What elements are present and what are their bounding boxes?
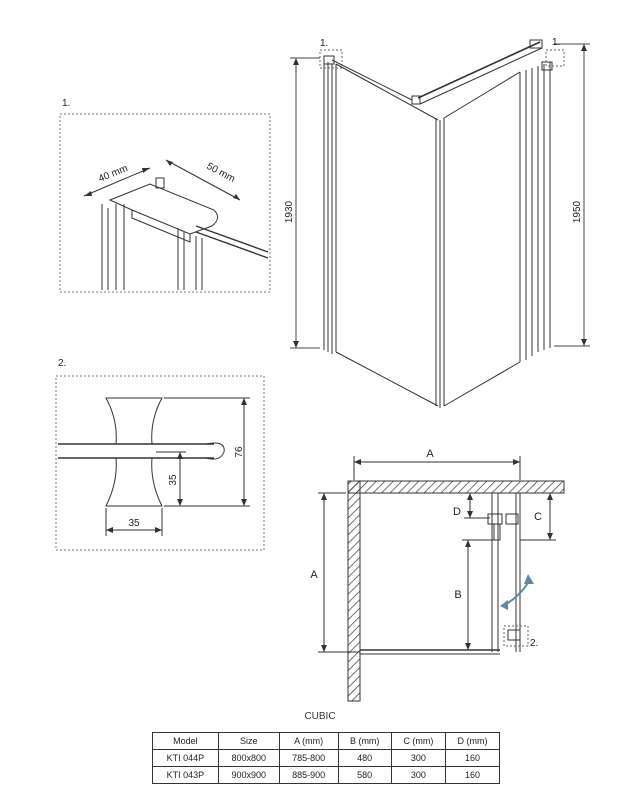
col-header-d: D (mm) bbox=[444, 732, 501, 750]
enclosure-3d-view bbox=[290, 39, 590, 408]
height-1950-label: 1950 bbox=[572, 200, 583, 223]
table-row: KTI 043P 900x900 885-900 580 300 160 bbox=[152, 766, 501, 784]
table-header-row: Model Size A (mm) B (mm) C (mm) D (mm) bbox=[152, 732, 501, 750]
inset-1-dim-50: 50 mm bbox=[205, 161, 237, 185]
inset-2-label: 2. bbox=[58, 358, 66, 369]
col-header-b: B (mm) bbox=[337, 732, 392, 750]
table-row: KTI 044P 800x800 785-800 480 300 160 bbox=[152, 749, 501, 767]
model-caption: CUBIC bbox=[304, 711, 336, 722]
inset-1-label: 1. bbox=[62, 98, 70, 109]
detail-1-inset bbox=[59, 113, 271, 293]
col-header-c: C (mm) bbox=[390, 732, 446, 750]
table-cell: KTI 043P bbox=[152, 766, 219, 784]
plan-dim-d: D bbox=[453, 506, 461, 518]
table-cell: KTI 044P bbox=[152, 749, 219, 767]
arrowheads-inset-2 bbox=[106, 398, 247, 533]
col-header-size: Size bbox=[217, 732, 280, 750]
table-cell: 300 bbox=[390, 749, 446, 767]
table-cell: 160 bbox=[444, 749, 501, 767]
plan-detail-2-label: 2. bbox=[530, 638, 538, 649]
arrowheads-3d bbox=[293, 44, 587, 348]
table-cell: 160 bbox=[444, 766, 501, 784]
table-cell: 900x900 bbox=[217, 766, 280, 784]
table-cell: 800x800 bbox=[217, 749, 280, 767]
plan-dim-b: B bbox=[454, 589, 461, 601]
plan-dim-c: C bbox=[534, 511, 542, 523]
spec-table: Model Size A (mm) B (mm) C (mm) D (mm) K… bbox=[152, 732, 501, 784]
inset-2-dim-76: 76 bbox=[234, 446, 245, 458]
detail-2-inset bbox=[55, 375, 265, 551]
inset-1-dim-40: 40 mm bbox=[97, 163, 129, 185]
detail-1-label-left: 1. bbox=[320, 38, 328, 49]
arrowheads-plan bbox=[321, 459, 553, 652]
table-cell: 300 bbox=[390, 766, 446, 784]
table-cell: 580 bbox=[337, 766, 392, 784]
height-1930-label: 1930 bbox=[284, 200, 295, 223]
arrowheads-inset-1 bbox=[84, 160, 240, 200]
door-swing-arrowhead bbox=[524, 574, 534, 584]
plan-dim-a-left: A bbox=[310, 569, 318, 581]
door-swing-arrowhead-2 bbox=[500, 600, 508, 610]
inset-2-dim-35-horizontal: 35 bbox=[128, 518, 140, 529]
table-cell: 885-900 bbox=[278, 766, 339, 784]
detail-1-label-right: 1. bbox=[552, 37, 560, 48]
col-header-model: Model bbox=[152, 732, 219, 750]
plan-view bbox=[318, 456, 565, 702]
col-header-a: A (mm) bbox=[278, 732, 339, 750]
inset-2-dim-35-vertical: 35 bbox=[168, 474, 179, 486]
table-cell: 785-800 bbox=[278, 749, 339, 767]
plan-dim-a-top: A bbox=[426, 448, 434, 460]
table-cell: 480 bbox=[337, 749, 392, 767]
